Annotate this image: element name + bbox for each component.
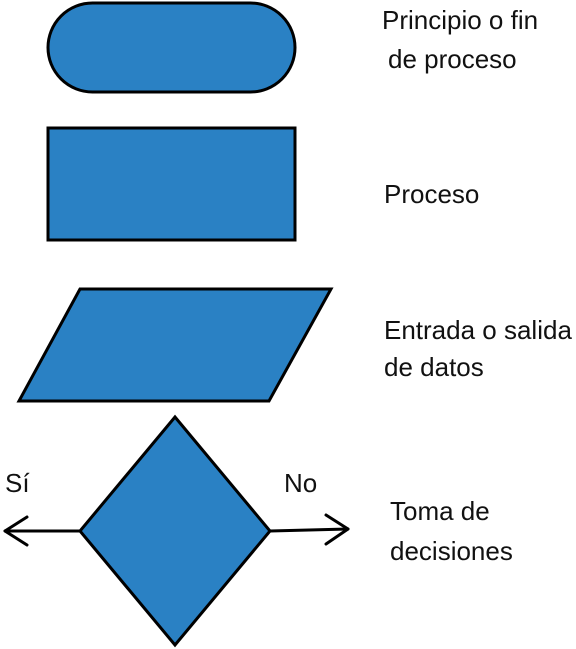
io-shape xyxy=(16,287,334,403)
yes-label: Sí xyxy=(5,468,30,498)
terminal-shape xyxy=(46,1,297,94)
io-label-line2: de datos xyxy=(384,352,484,382)
no-arrow-line xyxy=(268,527,350,533)
decision-label-line2: decisiones xyxy=(390,536,513,566)
yes-arrow-head xyxy=(3,515,29,547)
decision-shape xyxy=(78,414,272,648)
process-label: Proceso xyxy=(384,179,479,209)
no-label: No xyxy=(284,468,317,498)
terminal-label-line1: Principio o fin xyxy=(382,5,538,35)
process-shape xyxy=(46,126,297,242)
terminal-label-line2: de proceso xyxy=(388,44,517,74)
decision-label-line1: Toma de xyxy=(390,496,490,526)
no-arrow-head xyxy=(324,513,350,546)
io-label-line1: Entrada o salida xyxy=(384,315,572,345)
